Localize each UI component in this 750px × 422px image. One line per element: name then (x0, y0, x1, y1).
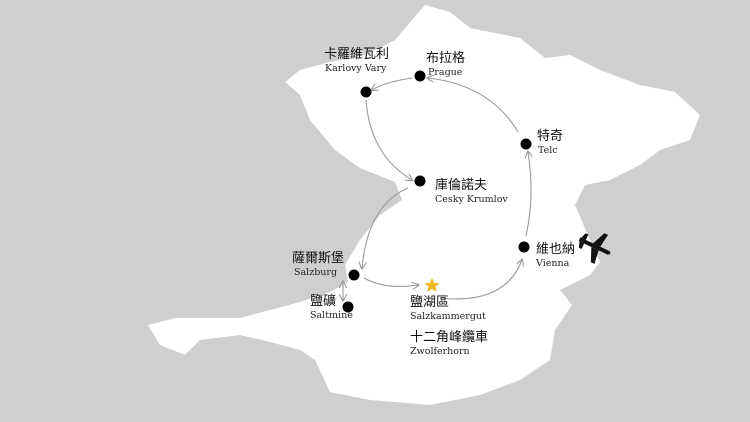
marker-vienna (518, 241, 530, 253)
route-cesky-krumlov-to-salzburg (362, 187, 409, 268)
marker-saltmine (342, 301, 354, 313)
label-prague-zh: 布拉格 (426, 50, 465, 66)
route-karlovy-vary-to-cesky-krumlov (365, 99, 412, 180)
label-telc-zh: 特奇 (537, 128, 563, 144)
label-zwolferhorn-zh: 十二角峰纜車 (410, 329, 488, 345)
marker-karlovy-vary (360, 86, 372, 98)
label-prague-en: Prague (428, 67, 463, 78)
label-cesky-krumlov-en: Cesky Krumlov (435, 194, 508, 205)
label-vienna-en: Vienna (535, 258, 570, 269)
route-vienna-to-telc (526, 152, 531, 237)
marker-salzburg (348, 269, 360, 281)
label-saltmine-en: Saltmine (310, 310, 353, 321)
label-salzkammergut-en: Salzkammergut (410, 311, 486, 322)
label-vienna-zh: 維也納 (536, 242, 575, 257)
label-zwolferhorn-en: Zwolferhorn (410, 346, 470, 357)
star-icon (424, 278, 440, 292)
label-karlovy-vary-zh: 卡羅維瓦利 (324, 47, 389, 62)
land-area (148, 5, 700, 405)
label-karlovy-vary-en: Karlovy Vary (325, 63, 387, 74)
label-cesky-krumlov-zh: 庫倫諾夫 (435, 177, 487, 193)
label-telc-en: Telc (538, 145, 558, 156)
marker-telc (520, 138, 532, 150)
route-telc-to-prague (428, 78, 519, 133)
label-salzburg-zh: 薩爾斯堡 (292, 250, 344, 266)
label-saltmine-zh: 鹽礦 (310, 293, 336, 309)
marker-cesky-krumlov (414, 175, 426, 187)
route-salzburg-to-salzkammergut (363, 277, 418, 286)
marker-prague (414, 70, 426, 82)
route-salzkammergut-to-vienna (439, 260, 522, 300)
route-prague-to-karlovy-vary (372, 77, 413, 90)
airplane-icon (578, 233, 611, 264)
label-salzburg-en: Salzburg (294, 267, 337, 278)
label-salzkammergut-zh: 鹽湖區 (410, 295, 449, 310)
